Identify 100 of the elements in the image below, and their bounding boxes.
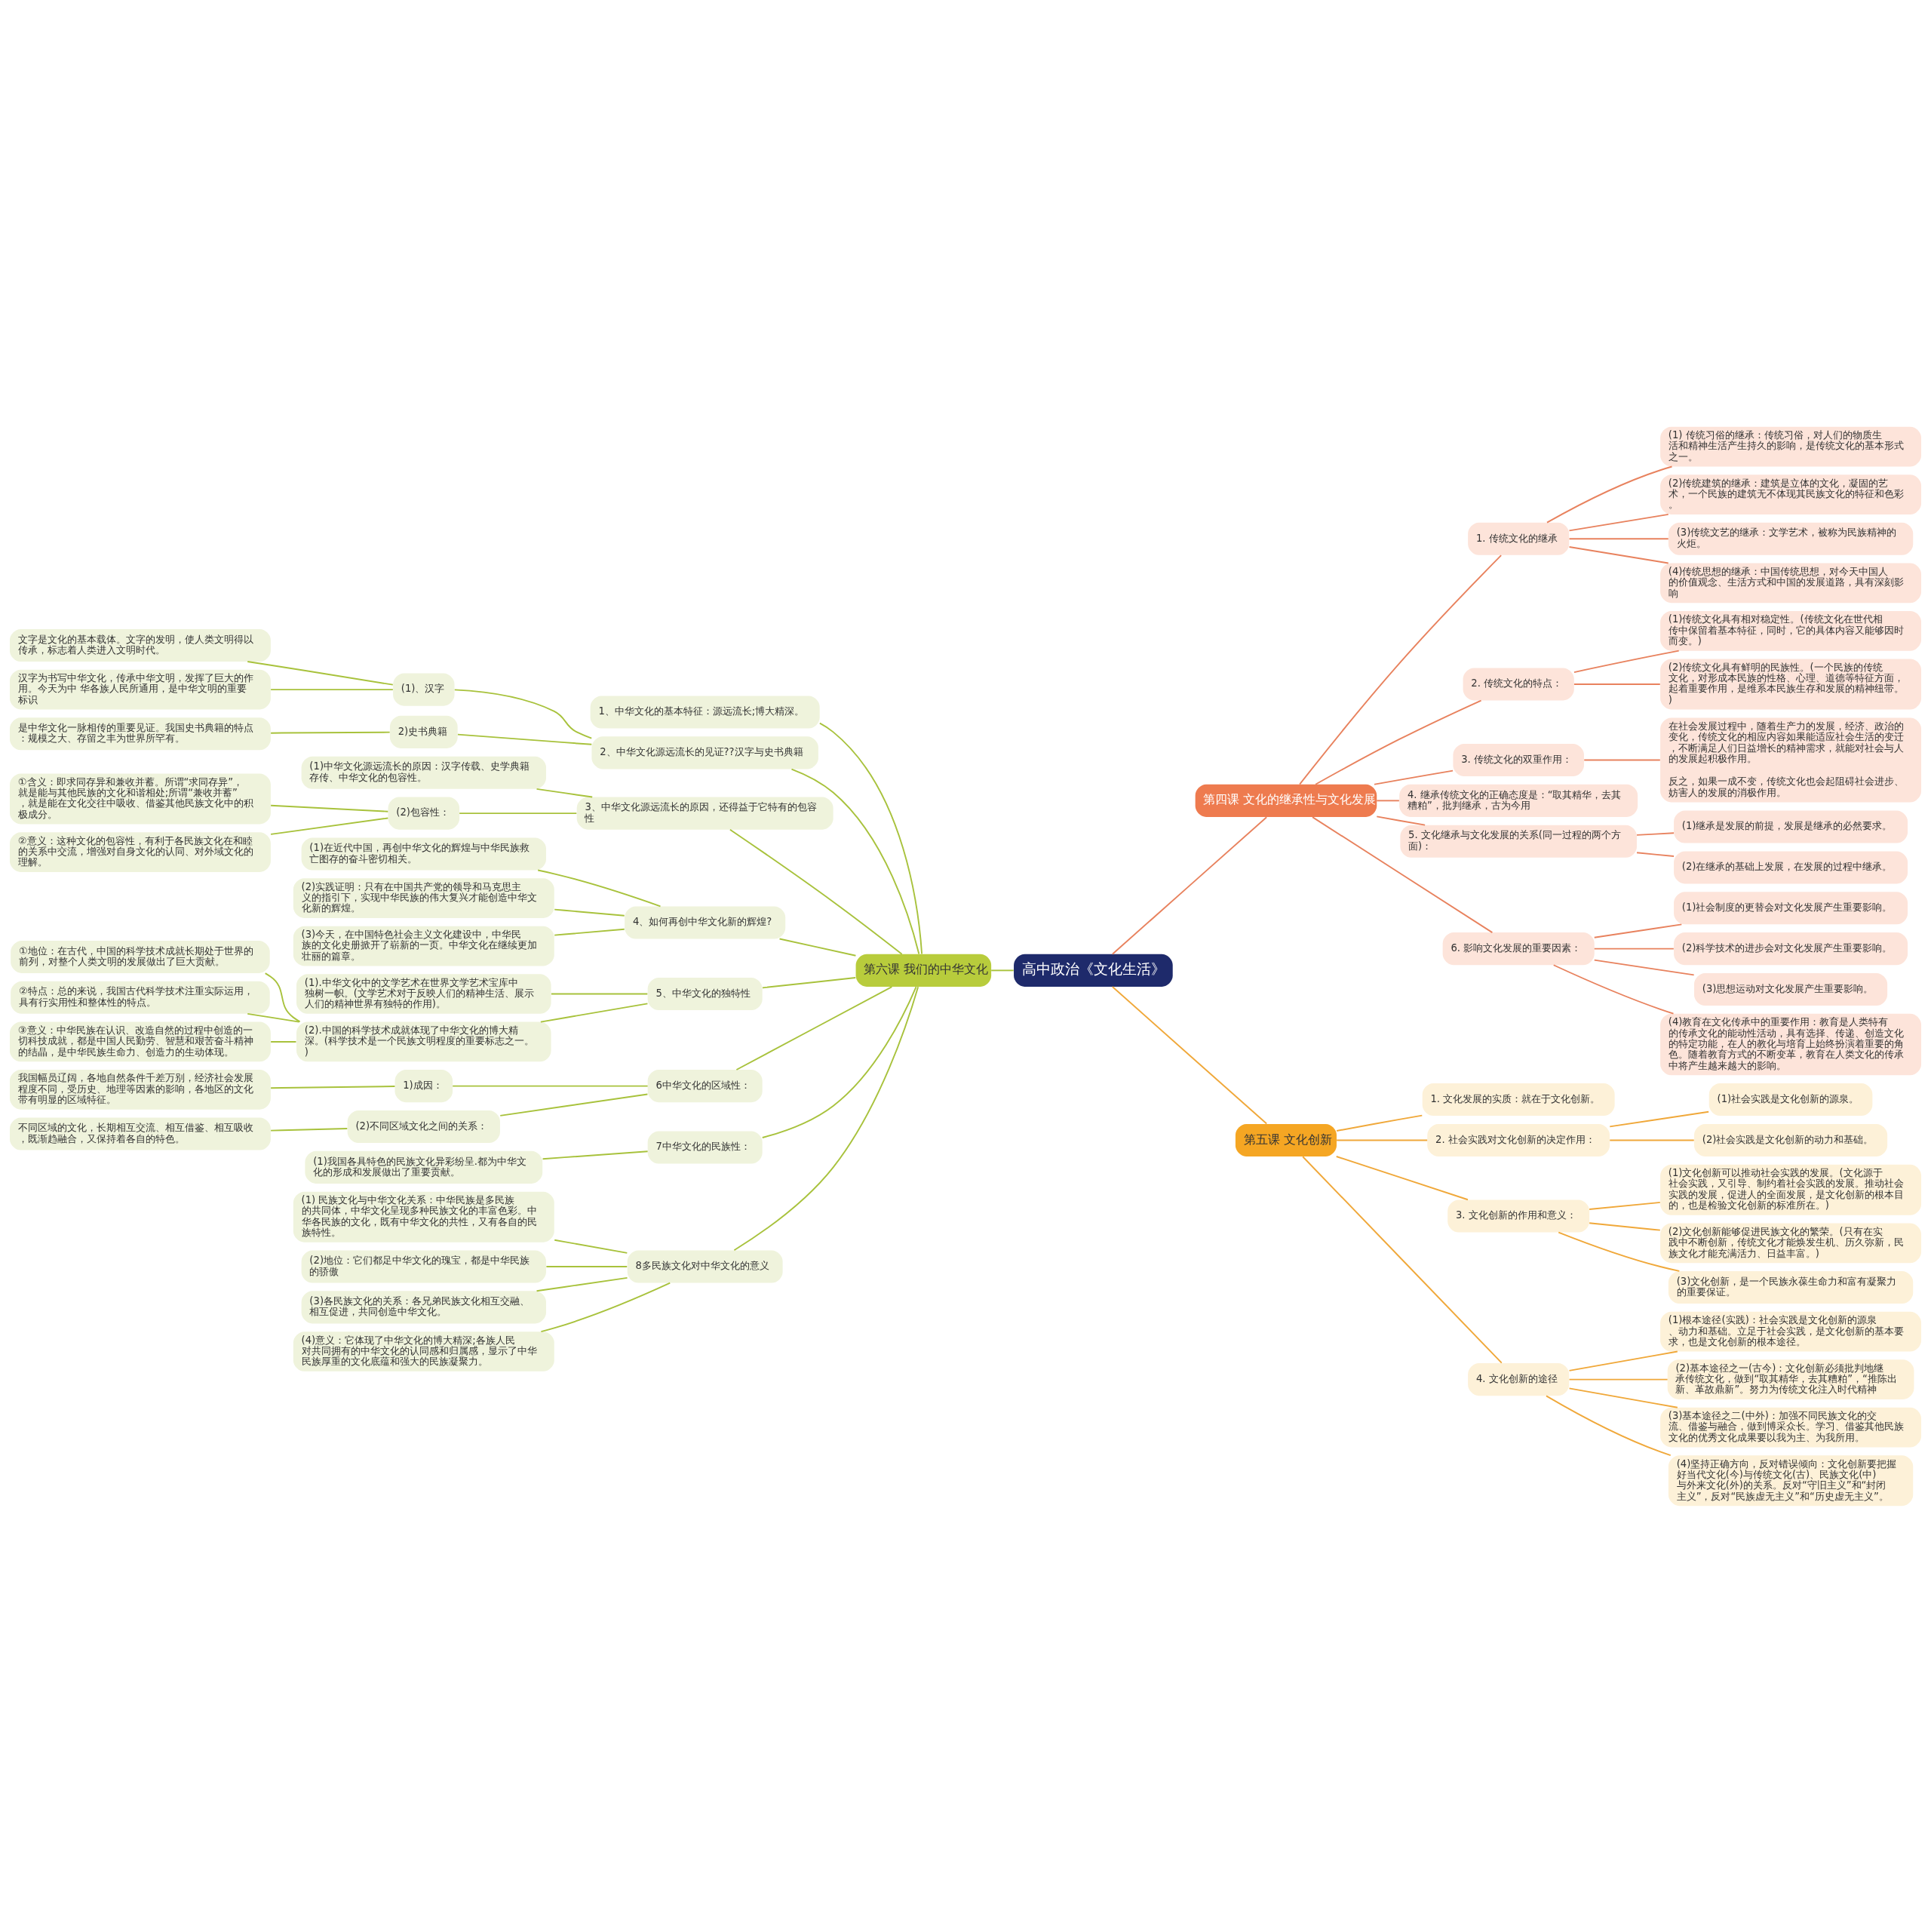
node-box: ②意义：这种文化的包容性，有利于各民族文化在和睦的关系中交流，增强对自身文化的认同、对外域文化的理解。 (9, 831, 271, 872)
connector (1568, 513, 1669, 531)
connector (539, 1002, 649, 1023)
connector (733, 985, 919, 1251)
connector (537, 869, 662, 907)
connector (1376, 815, 1426, 826)
connector (1573, 683, 1661, 685)
node-box: (1)社会制度的更替会对文化发展产生重要影响。 (1674, 891, 1908, 924)
node-box: 2、中华文化源远流长的见证??汉字与史书典籍 (591, 736, 818, 769)
connector (1593, 959, 1695, 975)
node-box: 7中华文化的民族性： (647, 1130, 763, 1164)
connector (459, 812, 578, 814)
node-box: (2)实践证明：只有在中国共产党的领导和马克思主义的指引下，实现中华民族的伟大复兴才能创造中华文化新的辉煌。 (293, 877, 554, 918)
node-box: 4. 文化创新的途径 (1468, 1362, 1570, 1396)
node-box: 6中华文化的区域性： (647, 1069, 763, 1102)
connector (1376, 799, 1400, 801)
node-box: (4)坚持正确方向，反对错误倾向：文化创新要把握好当代文化(今)与传统文化(古)、民族文化(中)与外来文化(外)的关系。反对“守旧主义”和“封闭主义”，反对“民族虚无主义”和“历史虚无主义”。 (1668, 1454, 1914, 1506)
node-box: (1)根本途径(实践)：社会实践是文化创新的源泉、动力和基础。立足于社会实践，是文化创新的基本要求，也是文化创新的根本途径。 (1660, 1311, 1922, 1351)
node-box: 1. 传统文化的继承 (1468, 522, 1570, 555)
node-box: (4)教育在文化传承中的重要作用：教育是人类特有的传承文化的能动性活动，具有选择、传递、创造文化的特定功能，在人的教化与培育上始终扮演着重要的角色。随着教育方式的不断变革，教育在人类文化的传承中将产生越来越大的影响。 (1660, 1013, 1922, 1075)
connector (270, 817, 389, 835)
connector (1568, 1387, 1678, 1408)
connector (1552, 963, 1675, 1015)
connector (1573, 650, 1680, 673)
connector (1111, 985, 1268, 1125)
node-box: (1) 民族文化与中华文化关系：中华民族是多民族的共同体，中华文化呈现多种民族文化的丰富色彩。中华各民族的文化，既有中华文化的共性，又有各自的民族特性。 (293, 1191, 554, 1242)
node-box: 高中政治《文化生活》 (1014, 954, 1173, 987)
node-box: (1)在近代中国，再创中华文化的辉煌与中华民族救亡图存的奋斗密切相关。 (301, 837, 546, 870)
connector (1336, 1114, 1423, 1132)
node-box: ①地位：在古代，中国的科学技术成就长期处于世界的前列，对整个人类文明的发展做出了巨大贡献。 (11, 940, 270, 973)
connector (545, 1265, 628, 1267)
connector (453, 688, 593, 739)
node-box: (3)文化创新，是一个民族永葆生命力和富有凝聚力的重要保证。 (1668, 1270, 1914, 1304)
node-box: (1)继承是发展的前提，发展是继承的必然要求。 (1674, 810, 1908, 843)
connector (270, 1040, 297, 1043)
node-box: 1、中华文化的基本特征：源远流长;博大精深。 (590, 696, 820, 729)
connector (270, 804, 389, 812)
node-box: 3. 文化创新的作用和意义： (1447, 1199, 1590, 1232)
connector (791, 768, 920, 955)
connector (1568, 537, 1669, 539)
node-box: 汉字为书写中华文化，传承中华文明，发挥了巨大的作用。今天为中 华各族人民所通用，是中华文明的重要标识 (9, 669, 271, 709)
connector (735, 985, 893, 1070)
node-box: (1) 传统习俗的继承：传统习俗，对人们的物质生活和精神生活产生持久的影响，是传统文化的基本形式之一。 (1660, 426, 1922, 466)
node-box: 6. 影响文化发展的重要因素： (1442, 932, 1595, 965)
connector (1299, 554, 1503, 785)
node-box: (1)、汉字 (393, 673, 455, 706)
node-box: (1)传统文化具有相对稳定性。(传统文化在世代相传中保留着基本特征，同时，它的具体内容又能够因时而变。) (1660, 610, 1922, 651)
node-box: (3)各民族文化的关系：各兄弟民族文化相互交融、相互促进，共同创造中华文化。 (301, 1290, 546, 1323)
node-box: 8多民族文化对中华文化的意义 (627, 1249, 783, 1283)
node-box: 文字是文化的基本载体。文字的发明，使人类文明得以传承，标志着人类进入文明时代。 (9, 628, 271, 662)
connector (1111, 815, 1268, 955)
connector (1636, 831, 1675, 836)
connector (247, 1012, 300, 1023)
connector (1335, 1155, 1469, 1200)
node-box: (1)社会实践是文化创新的源泉。 (1708, 1083, 1873, 1116)
node-box: 第四课 文化的继承性与文化发展 (1195, 784, 1377, 817)
connector (542, 1150, 649, 1160)
node-box: (2)文化创新能够促进民族文化的繁荣。(只有在实践中不断创新，传统文化才能焕发生机、历久弥新，民族文化才能充满活力、日益丰富。) (1660, 1223, 1922, 1263)
connector (457, 733, 593, 745)
node-box: (3)今天，在中国特色社会主义文化建设中，中华民族的文化史册掀开了崭新的一页。中华文化在继续更加壮丽的篇章。 (293, 926, 554, 966)
connector (1568, 1350, 1678, 1371)
node-box: (2)传统建筑的继承：建筑是立体的文化，凝固的艺术，一个民族的建筑无不体现其民族文化的特征和色彩。 (1660, 474, 1922, 514)
connector (778, 938, 857, 957)
node-box: 第六课 我们的中华文化 (855, 954, 992, 987)
connector (1302, 1155, 1503, 1364)
node-box: (2).中国的科学技术成就体现了中华文化的博大精深。(科学技术是一个民族文明程度的重要标志之一。) (296, 1021, 551, 1061)
node-box: 4. 继承传统文化的正确态度是：“取其精华，去其糟粕”，批判继承，古为今用 (1399, 784, 1638, 817)
connector (554, 928, 625, 936)
node-box: 3. 传统文化的双重作用： (1453, 743, 1584, 776)
connector (1312, 815, 1494, 933)
connector (1568, 545, 1669, 564)
connector (1609, 1110, 1710, 1127)
node-box: (1)文化创新可以推动社会实践的发展。(文化源于社会实践，又引导、制约着社会实践的发展。推动社会实践的发展，促进人的全面发展，是文化创新的根本目的，也是检验文化创新的标准所在。) (1660, 1164, 1922, 1215)
connector (1546, 1394, 1672, 1456)
connector (270, 688, 394, 690)
connector (1546, 465, 1673, 524)
node-box: (2)包容性： (388, 797, 460, 830)
node-box: (4)传统思想的继承：中国传统思想，对今天中国人的价值观念、生活方式和中国的发展道路，具有深刻影响 (1660, 563, 1922, 603)
connector (264, 972, 301, 1022)
connector (762, 976, 857, 988)
connector (540, 1282, 671, 1332)
connector (270, 1085, 396, 1089)
connector (1589, 1201, 1661, 1210)
connector (1636, 851, 1675, 857)
connector (536, 1276, 628, 1292)
connector (554, 1239, 628, 1254)
node-box: 4、如何再创中华文化新的辉煌? (625, 905, 786, 938)
connector (1568, 1378, 1669, 1381)
node-box: (2)不同区域文化之间的关系： (347, 1110, 500, 1143)
node-box: (3)传统文艺的继承：文学艺术，被称为民族精神的火炬。 (1668, 522, 1914, 555)
node-box: 1. 文化发展的实质：就在于文化创新。 (1422, 1083, 1615, 1116)
connector (1374, 769, 1454, 785)
connector (1583, 759, 1661, 760)
node-box: 2)史书典籍 (389, 715, 458, 748)
connector (1336, 1138, 1429, 1141)
node-box: (2)在继承的基础上发展，在发展的过程中继承。 (1674, 850, 1908, 883)
node-box: (2)社会实践是文化创新的动力和基础。 (1694, 1123, 1888, 1156)
connector (1315, 699, 1482, 785)
node-box: 我国幅员辽阔，各地自然条件千差万别，经济社会发展程度不同，受历史、地理等因素的影响，各地区的文化带有明显的区域特征。 (9, 1069, 271, 1110)
connector (550, 993, 649, 994)
